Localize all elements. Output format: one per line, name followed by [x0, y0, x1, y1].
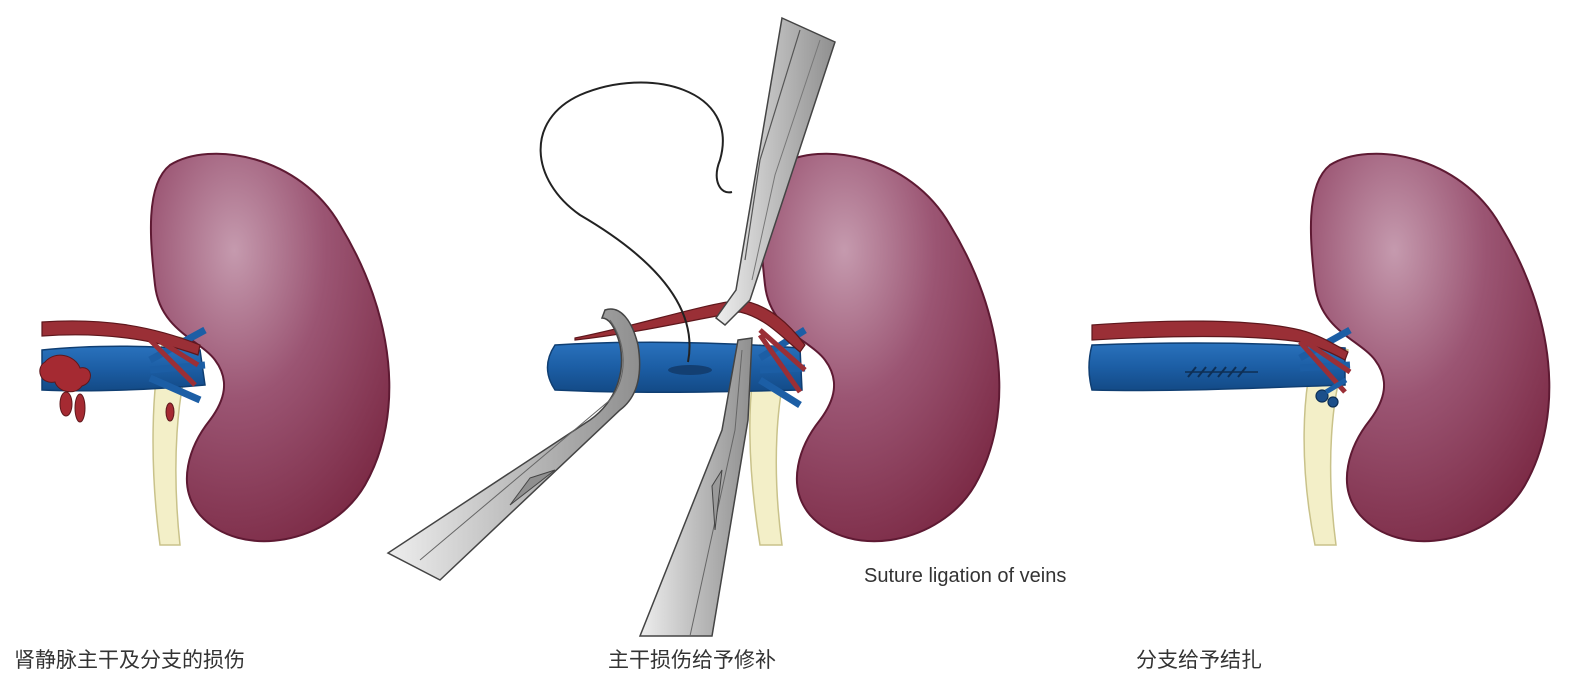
panel-trunk-repair: Suture ligation of veins [386, 16, 1066, 637]
suture-thread [539, 81, 733, 363]
caption-trunk-repair: 主干损伤给予修补 [608, 648, 776, 672]
renal-artery [1091, 320, 1349, 361]
panel-branch-ligation [1088, 152, 1551, 546]
ligated-branch [1315, 377, 1348, 408]
kidney [1309, 152, 1551, 543]
annotation-label: Suture ligation of veins [864, 565, 1066, 587]
bleeding [39, 354, 175, 423]
caption-branch-ligation: 分支给予结扎 [1136, 648, 1262, 672]
renal-artery [41, 320, 201, 356]
panel-injury [39, 152, 391, 546]
renal-vein [1088, 342, 1346, 392]
ureter [1303, 339, 1349, 546]
repair-sutures [1185, 366, 1258, 378]
vascular-clamp-left [386, 308, 641, 581]
caption-injury: 肾静脉主干及分支的损伤 [14, 648, 245, 672]
vein-laceration [668, 365, 712, 375]
needle-holder [714, 16, 836, 326]
renal-vein-repair-figure: Suture ligation of veins [39, 16, 1551, 637]
artery-branches [148, 332, 200, 387]
vascular-clamp-bottom [638, 337, 753, 637]
artery-branches [757, 328, 807, 394]
